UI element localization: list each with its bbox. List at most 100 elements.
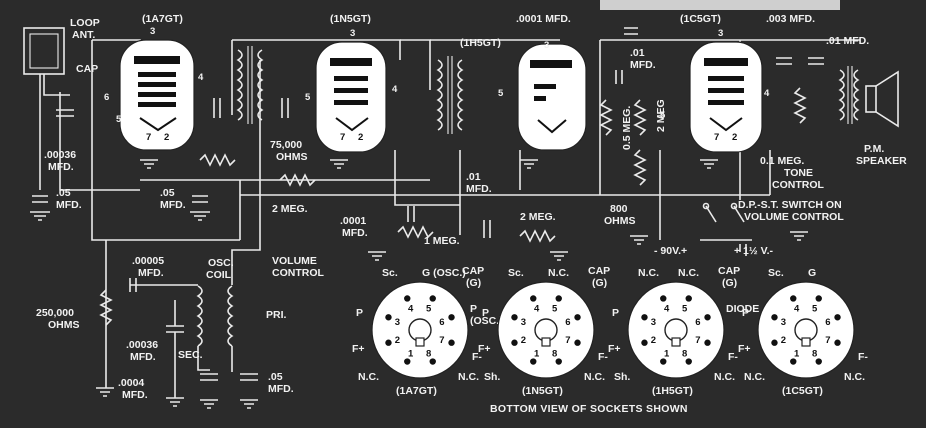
socket-pin-number: 4 bbox=[408, 304, 414, 315]
c-0001b-label: .0001 bbox=[340, 215, 366, 227]
c-0004-label: .0004 bbox=[118, 377, 144, 389]
socket-pin bbox=[660, 295, 667, 302]
socket-pin-number: 6 bbox=[825, 317, 830, 328]
socket-label-top-left: N.C. bbox=[638, 267, 659, 279]
socket-label-cap-g: (G) bbox=[592, 277, 607, 289]
socket-pin-number: 8 bbox=[426, 348, 431, 359]
socket-pin-number: 4 bbox=[534, 304, 540, 315]
socket-pin-number: 7 bbox=[439, 335, 444, 346]
socket-label-fplus: F+ bbox=[478, 343, 491, 355]
socket-pin bbox=[771, 314, 778, 321]
socket-pin-number: 2 bbox=[651, 335, 656, 346]
socket-label-tube: (1H5GT) bbox=[652, 385, 693, 397]
socket-pin-number: 1 bbox=[664, 348, 670, 359]
c-0004-unit: MFD. bbox=[122, 389, 148, 401]
socket-label-fplus: F+ bbox=[352, 343, 365, 355]
socket-pin-number: 3 bbox=[781, 317, 786, 328]
socket-label-top-right: N.C. bbox=[548, 267, 569, 279]
c-05a-unit: MFD. bbox=[56, 199, 82, 211]
b-battery-label: - 90V.+ bbox=[654, 245, 687, 257]
socket-label-cap-g: (G) bbox=[722, 277, 737, 289]
c-00036-unit: MFD. bbox=[48, 161, 74, 173]
socket-pin bbox=[704, 314, 711, 321]
osc-coil bbox=[105, 60, 261, 398]
loop-ant-label2: ANT. bbox=[72, 29, 95, 41]
socket-label-tube: (1N5GT) bbox=[522, 385, 563, 397]
socket-label-right: DIODE bbox=[726, 303, 759, 315]
svg-text:2: 2 bbox=[164, 132, 169, 143]
socket-pin-number: 5 bbox=[812, 304, 818, 315]
socket-pin bbox=[404, 295, 411, 302]
c-00036b-unit: MFD. bbox=[130, 351, 156, 363]
socket-pin-number: 3 bbox=[651, 317, 656, 328]
sec-label: SEC. bbox=[178, 349, 203, 361]
tube-label-2: (1N5GT) bbox=[330, 13, 371, 25]
socket-label-cap: CAP bbox=[462, 265, 484, 277]
socket-pin bbox=[815, 295, 822, 302]
socket-label-bottom-left: Sh. bbox=[484, 371, 500, 383]
socket-pin-number: 8 bbox=[552, 348, 557, 359]
socket-pin bbox=[429, 295, 436, 302]
socket-pin bbox=[385, 339, 392, 346]
socket-pin bbox=[448, 314, 455, 321]
cap-label: CAP bbox=[76, 63, 98, 75]
socket-label-right: P bbox=[470, 303, 477, 315]
osc-label-2: COIL bbox=[206, 269, 232, 281]
if-transformers bbox=[236, 46, 860, 134]
socket-pin-number: 7 bbox=[565, 335, 570, 346]
pri-label: PRI. bbox=[266, 309, 287, 321]
r-2meg-b-label: 2 MEG bbox=[655, 99, 667, 132]
socket-pin-number: 5 bbox=[552, 304, 558, 315]
socket-label-top-left: Sc. bbox=[382, 267, 398, 279]
c-01a-label: .01 bbox=[630, 47, 645, 59]
c-0001b-unit: MFD. bbox=[342, 227, 368, 239]
osc-label-1: OSC. bbox=[208, 257, 234, 269]
socket-pin-number: 2 bbox=[781, 335, 786, 346]
resistor-symbols bbox=[99, 87, 807, 326]
socket-pin bbox=[555, 358, 562, 365]
socket-pin bbox=[771, 339, 778, 346]
r-1meg-label: 1 MEG. bbox=[424, 235, 460, 247]
c-01c-unit: MFD. bbox=[466, 183, 492, 195]
socket-pin-number: 6 bbox=[565, 317, 570, 328]
r-75000-label: 75,000 bbox=[270, 139, 302, 151]
socket-pin-number: 3 bbox=[395, 317, 400, 328]
socket-label-bottom-right: N.C. bbox=[584, 371, 605, 383]
r-75000-unit: OHMS bbox=[276, 151, 308, 163]
svg-text:2: 2 bbox=[358, 132, 363, 143]
socket-label-cap: CAP bbox=[718, 265, 740, 277]
socket-pin-number: 2 bbox=[395, 335, 400, 346]
socket-label-bottom-right: N.C. bbox=[844, 371, 865, 383]
tube-label-3: (1H5GT) bbox=[460, 37, 501, 49]
r-250000-label: 250,000 bbox=[36, 307, 74, 319]
socket-key bbox=[541, 337, 551, 347]
socket-label-top-left: Sc. bbox=[768, 267, 784, 279]
c-05c-unit: MFD. bbox=[268, 383, 294, 395]
vol-label-1: VOLUME bbox=[272, 255, 317, 267]
socket-pin bbox=[660, 358, 667, 365]
c-05a-label: .05 bbox=[56, 187, 71, 199]
tone-label-1: 0.1 MEG. bbox=[760, 155, 804, 167]
socket-key bbox=[671, 337, 681, 347]
socket-pin bbox=[530, 295, 537, 302]
c-01c-label: .01 bbox=[466, 171, 481, 183]
socket-pin-number: 1 bbox=[408, 348, 414, 359]
svg-text:7: 7 bbox=[340, 132, 345, 143]
socket-pin-number: 6 bbox=[439, 317, 444, 328]
bottom-view-caption: BOTTOM VIEW OF SOCKETS SHOWN bbox=[490, 403, 688, 415]
c-0001-top-label: .0001 MFD. bbox=[516, 13, 571, 25]
socket-pin bbox=[641, 339, 648, 346]
socket-label-cap-g: (G) bbox=[466, 277, 481, 289]
pin-label: 3 bbox=[150, 26, 155, 37]
svg-text:7: 7 bbox=[146, 132, 151, 143]
pin-label: 4 bbox=[392, 84, 398, 95]
socket-label-fminus: F- bbox=[858, 351, 868, 363]
socket-label-fplus: F+ bbox=[608, 343, 621, 355]
socket-pin-number: 1 bbox=[794, 348, 800, 359]
svg-text:2: 2 bbox=[732, 132, 737, 143]
socket-pin bbox=[574, 339, 581, 346]
loop-ant-label: LOOP bbox=[70, 17, 100, 29]
socket-pin-number: 8 bbox=[682, 348, 687, 359]
